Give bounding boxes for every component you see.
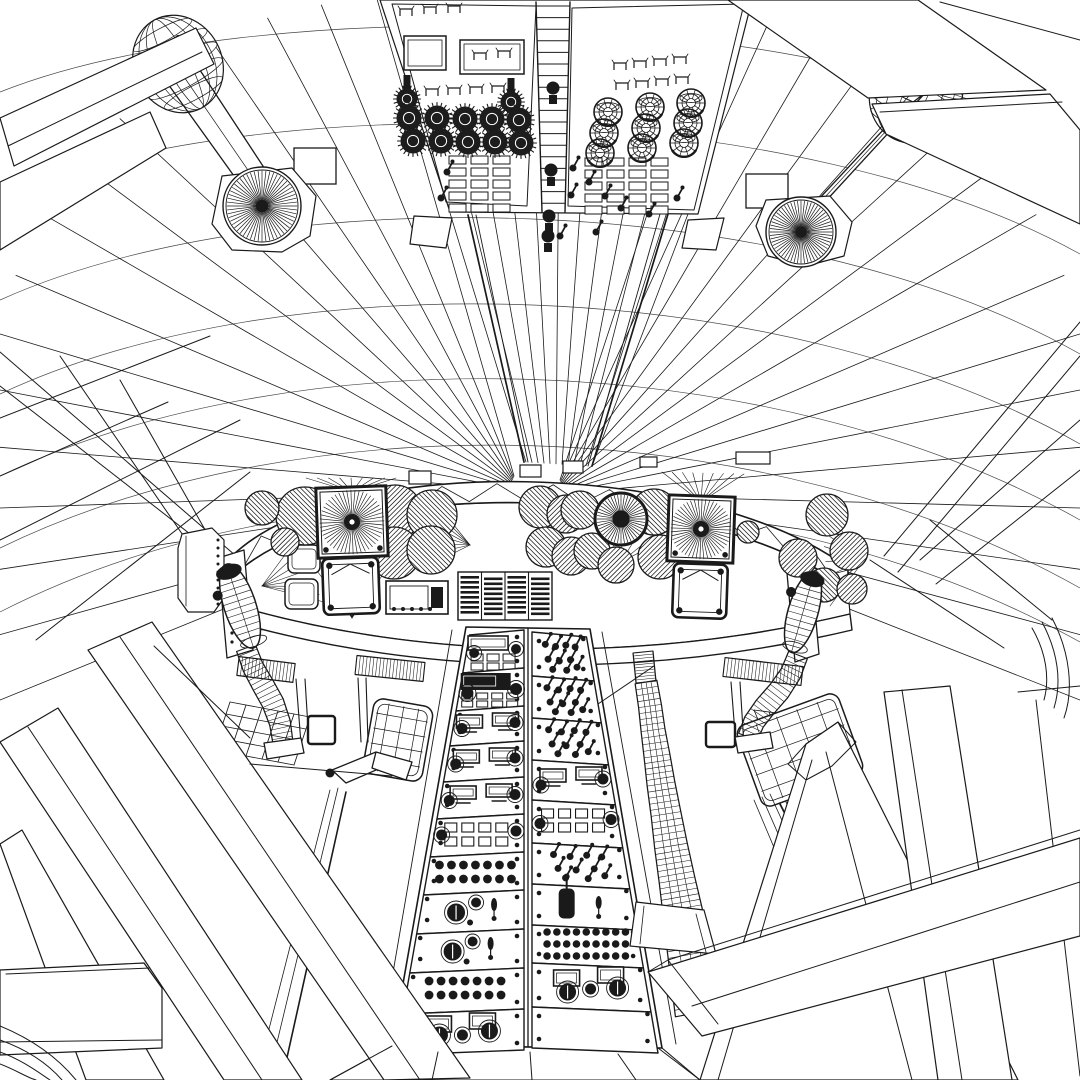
overhead-wing-box-right bbox=[681, 217, 725, 251]
hsi-instrument bbox=[670, 561, 730, 621]
cyclic-grip bbox=[782, 570, 825, 654]
overhead-wing-box-left bbox=[409, 215, 453, 249]
sidewall-left bbox=[0, 335, 263, 641]
roof-beam-right bbox=[727, 0, 1080, 225]
adi-instrument bbox=[314, 484, 390, 560]
floor-lines bbox=[153, 645, 701, 1080]
air-vents bbox=[211, 166, 853, 268]
cyclic-grip bbox=[212, 563, 268, 649]
sidewall-right bbox=[869, 321, 1080, 719]
hsi-instrument bbox=[320, 555, 382, 617]
instrument-panel bbox=[244, 451, 869, 621]
roof-beam-left bbox=[0, 27, 215, 251]
adi-instrument bbox=[665, 493, 737, 565]
corner-band-bottom-left bbox=[0, 1025, 77, 1080]
collective-boot bbox=[629, 679, 728, 1018]
seat-left-backrest bbox=[87, 621, 471, 1080]
center-pedestal bbox=[329, 626, 701, 1080]
overhead-console bbox=[293, 0, 789, 252]
seat-beam-right bbox=[647, 829, 1080, 1037]
seat-beam-left bbox=[0, 962, 163, 1056]
